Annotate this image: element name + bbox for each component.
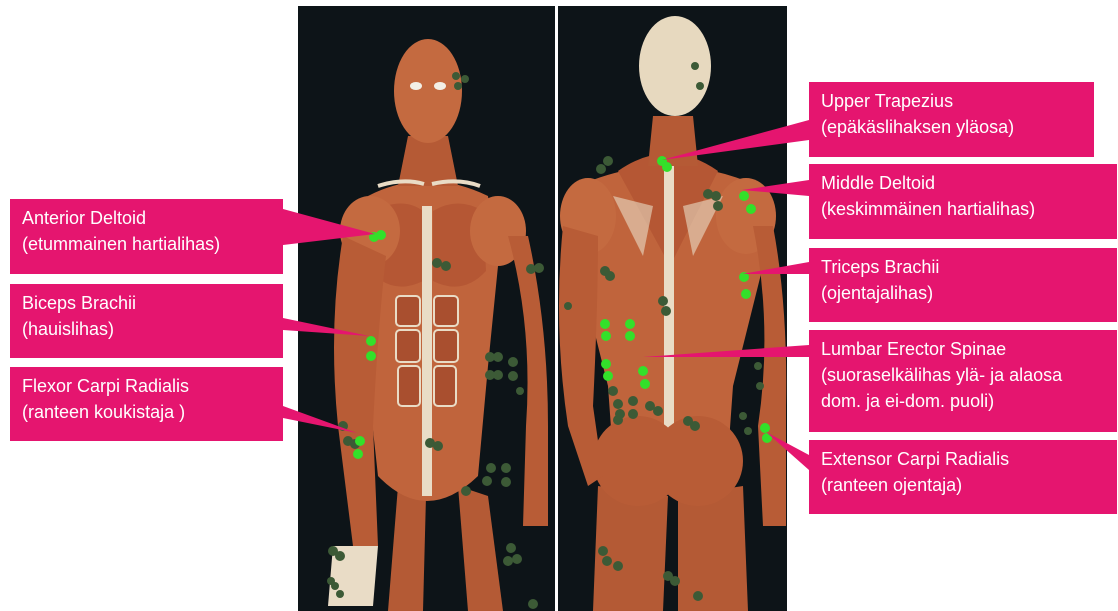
front-left-leg (388, 486, 426, 611)
label-middle-deltoid-translation: (keskimmäinen hartialihas) (821, 196, 1105, 222)
front-head (394, 39, 462, 143)
label-upper-trapezius-translation: (epäkäslihaksen yläosa) (821, 114, 1082, 140)
back-spine (664, 156, 674, 436)
front-body-view (298, 6, 555, 611)
label-biceps-brachii: Biceps Brachii (hauislihas) (10, 284, 283, 358)
label-triceps-brachii: Triceps Brachii (ojentajalihas) (809, 248, 1117, 322)
label-upper-trapezius-name: Upper Trapezius (821, 88, 1082, 114)
front-right-arm (508, 236, 548, 526)
label-biceps-brachii-name: Biceps Brachii (22, 290, 271, 316)
label-upper-trapezius: Upper Trapezius (epäkäslihaksen yläosa) (809, 82, 1094, 157)
back-head (639, 16, 711, 116)
label-lumbar-erector-spinae-name: Lumbar Erector Spinae (821, 336, 1105, 362)
label-extensor-carpi-radialis-translation: (ranteen ojentaja) (821, 472, 1105, 498)
label-flexor-carpi-radialis-name: Flexor Carpi Radialis (22, 373, 271, 399)
label-biceps-brachii-translation: (hauislihas) (22, 316, 271, 342)
label-anterior-deltoid-translation: (etummainen hartialihas) (22, 231, 271, 257)
label-extensor-carpi-radialis-name: Extensor Carpi Radialis (821, 446, 1105, 472)
back-body-illustration (558, 6, 787, 611)
front-body-figure (328, 39, 548, 611)
label-triceps-brachii-name: Triceps Brachii (821, 254, 1105, 280)
label-middle-deltoid-name: Middle Deltoid (821, 170, 1105, 196)
back-body-figure (559, 16, 786, 611)
label-middle-deltoid: Middle Deltoid (keskimmäinen hartialihas… (809, 164, 1117, 239)
label-flexor-carpi-radialis-translation: (ranteen koukistaja ) (22, 399, 271, 425)
back-left-arm (559, 226, 603, 486)
front-neck (398, 136, 458, 186)
label-flexor-carpi-radialis: Flexor Carpi Radialis (ranteen koukistaj… (10, 367, 283, 441)
front-body-illustration (298, 6, 555, 611)
back-body-view (558, 6, 787, 611)
label-lumbar-erector-spinae-translation: (suoraselkälihas ylä- ja alaosa (821, 362, 1105, 388)
front-linea-alba (422, 206, 432, 496)
label-lumbar-erector-spinae: Lumbar Erector Spinae (suoraselkälihas y… (809, 330, 1117, 432)
back-neck (648, 116, 698, 166)
label-anterior-deltoid-name: Anterior Deltoid (22, 205, 271, 231)
label-anterior-deltoid: Anterior Deltoid (etummainen hartialihas… (10, 199, 283, 274)
label-lumbar-erector-spinae-translation2: dom. ja ei-dom. puoli) (821, 388, 1105, 414)
label-extensor-carpi-radialis: Extensor Carpi Radialis (ranteen ojentaj… (809, 440, 1117, 514)
front-right-leg (458, 486, 503, 611)
label-triceps-brachii-translation: (ojentajalihas) (821, 280, 1105, 306)
